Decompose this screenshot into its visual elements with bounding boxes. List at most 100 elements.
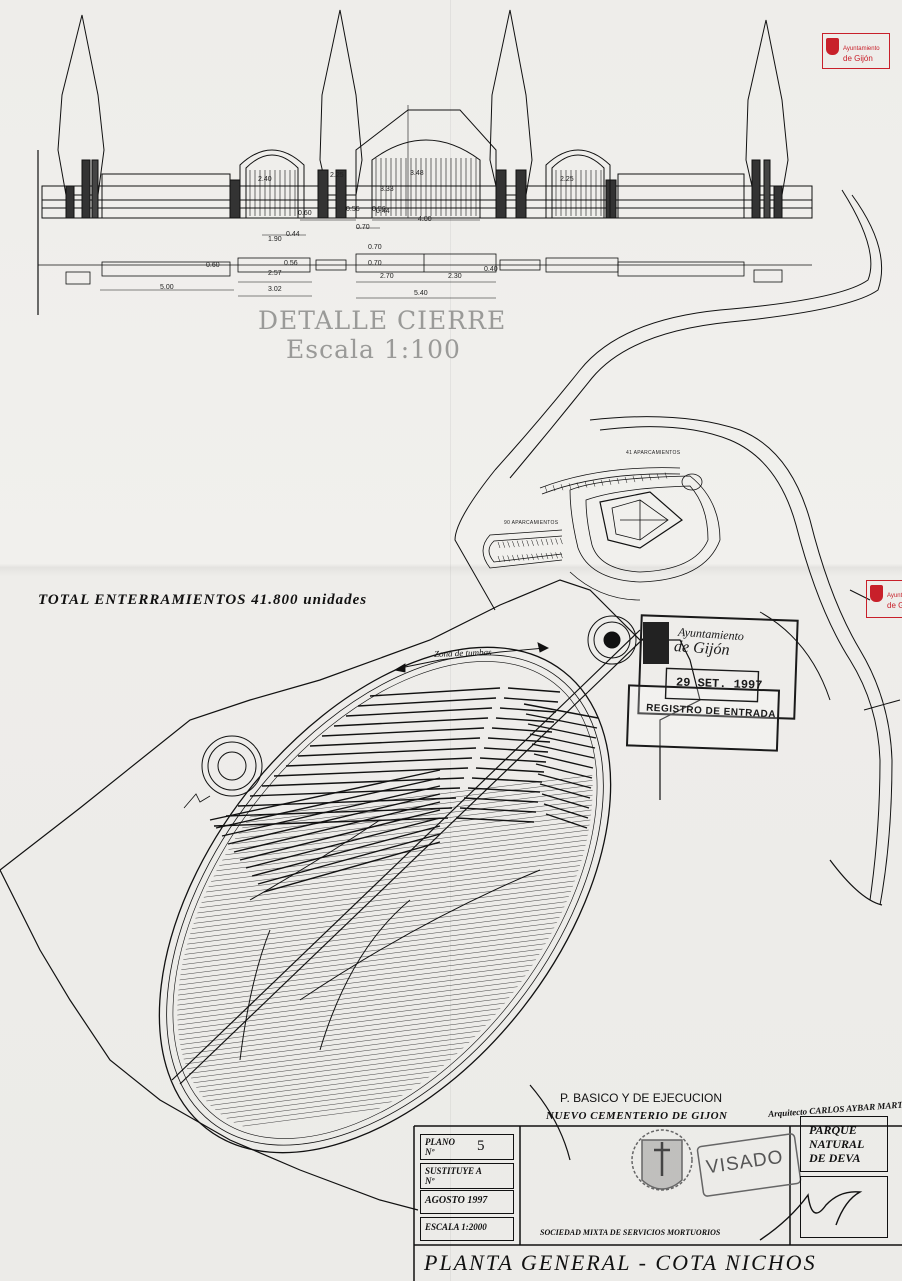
niche-row: [221, 785, 441, 837]
hatch-line: [94, 911, 676, 996]
parking-stall: [664, 472, 668, 479]
parking-stall: [576, 482, 580, 489]
detail-title: DETALLE CIERRE: [258, 306, 507, 335]
date-box: AGOSTO 1997: [420, 1190, 514, 1214]
plan-date: AGOSTO 1997: [425, 1195, 488, 1206]
niche-row: [541, 793, 590, 809]
dim-label: 0.60: [298, 210, 312, 217]
parking-90-label: 90 APARCAMIENTOS: [504, 520, 559, 526]
hatch-line: [94, 803, 676, 886]
niche-row: [471, 777, 543, 783]
plano-box: PLANO Nº 5: [420, 1134, 514, 1160]
niche-row: [543, 803, 589, 819]
niche-row: [251, 825, 441, 877]
dim-label: 2.25: [560, 176, 574, 183]
niche-row: [225, 807, 453, 817]
dim-label: 0.56: [346, 206, 360, 213]
niche-row: [459, 807, 537, 813]
niche-row: [499, 707, 557, 713]
tomb-zone-label: Zona de tumbas: [433, 646, 492, 660]
parking-stall: [531, 553, 534, 560]
registro-date: 29 SET. 1997: [675, 675, 763, 693]
niche-row: [531, 743, 595, 759]
hatch-line: [94, 828, 676, 911]
hatch-line: [94, 847, 676, 931]
niche-row: [525, 713, 598, 729]
dim-label: 4.00: [418, 216, 432, 223]
west-roundabout: [201, 735, 263, 797]
parking-stall: [560, 538, 563, 545]
plano-number: 5: [477, 1138, 485, 1154]
hatch-line: [94, 960, 676, 1046]
parking-stall: [555, 552, 558, 559]
location-line2: NATURAL: [809, 1137, 865, 1151]
red-stamp-side-line1: Ayuntamiento: [887, 593, 902, 599]
parking-stall: [540, 553, 544, 560]
parking-stall: [497, 555, 501, 563]
dim-label: 0.70: [368, 244, 382, 251]
parking-stall: [516, 554, 520, 561]
dim-label: 0.56: [372, 206, 386, 213]
niche-row: [239, 809, 441, 861]
red-municipal-stamp-top: Ayuntamiento de Gijón: [822, 33, 890, 69]
niche-row: [227, 793, 441, 845]
parking-stall: [502, 541, 506, 548]
niche-row: [455, 817, 535, 823]
tree-symbol: [183, 793, 211, 809]
parking-41-label: 41 APARCAMIENTOS: [626, 450, 681, 456]
hatch-line: [94, 955, 676, 1041]
hatch-line: [94, 867, 676, 951]
location-line1: PARQUE: [809, 1123, 857, 1137]
parking-stall: [545, 552, 549, 560]
dim-label: 0.56: [284, 260, 298, 267]
sustituye-box: SUSTITUYE A Nº: [420, 1163, 514, 1189]
sustituye-label: SUSTITUYE A Nº: [425, 1166, 482, 1186]
parking-stall: [526, 554, 530, 561]
hatch-line: [94, 852, 676, 936]
niche-row: [523, 703, 599, 719]
niche-row: [369, 687, 501, 697]
dim-label: 2.30: [448, 273, 462, 280]
red-stamp-line2: de Gijón: [843, 54, 873, 63]
dim-label: 0.70: [368, 260, 382, 267]
location-line3: DE DEVA: [809, 1151, 861, 1165]
dim-label: 5.40: [414, 290, 428, 297]
hatch-line: [94, 1063, 676, 1151]
parking-stall: [648, 474, 652, 481]
parking-stall: [632, 476, 636, 483]
visado-stamp: [631, 1129, 802, 1197]
parking-building-area: [482, 467, 721, 601]
entrance-roundabout: [587, 615, 637, 665]
parking-stall: [592, 480, 596, 487]
hatch-line: [94, 901, 676, 986]
niche-row: [529, 733, 596, 749]
parking-stall: [624, 476, 628, 484]
radial-paths: [239, 819, 541, 1061]
architect-signature: [759, 1191, 863, 1241]
niche-row: [535, 763, 593, 779]
niche-row: [213, 817, 449, 827]
parking-stall: [584, 481, 588, 488]
niche-row: [487, 737, 551, 743]
niche-row: [309, 737, 481, 747]
dim-label: 0.70: [356, 224, 370, 231]
cemetery-ellipse: [158, 646, 612, 1154]
elevation-dimension-lines: [262, 219, 480, 236]
parking-stall: [521, 554, 525, 561]
parking-stall: [560, 552, 563, 559]
hatch-line: [94, 926, 676, 1011]
site-boundary: [0, 579, 883, 1211]
dim-label: 3.48: [410, 170, 424, 177]
niche-row: [215, 777, 441, 829]
dim-label: 0.60: [206, 262, 220, 269]
dim-label: 1.90: [268, 236, 282, 243]
parking-stall: [656, 473, 660, 480]
dim-label: 2.70: [380, 273, 394, 280]
fence-elevation: [37, 9, 813, 315]
parking-stall: [544, 485, 548, 493]
red-stamp-line1: Ayuntamiento: [843, 46, 880, 52]
niche-row: [545, 813, 588, 829]
parking-stall: [536, 553, 539, 560]
niche-row: [539, 783, 591, 799]
